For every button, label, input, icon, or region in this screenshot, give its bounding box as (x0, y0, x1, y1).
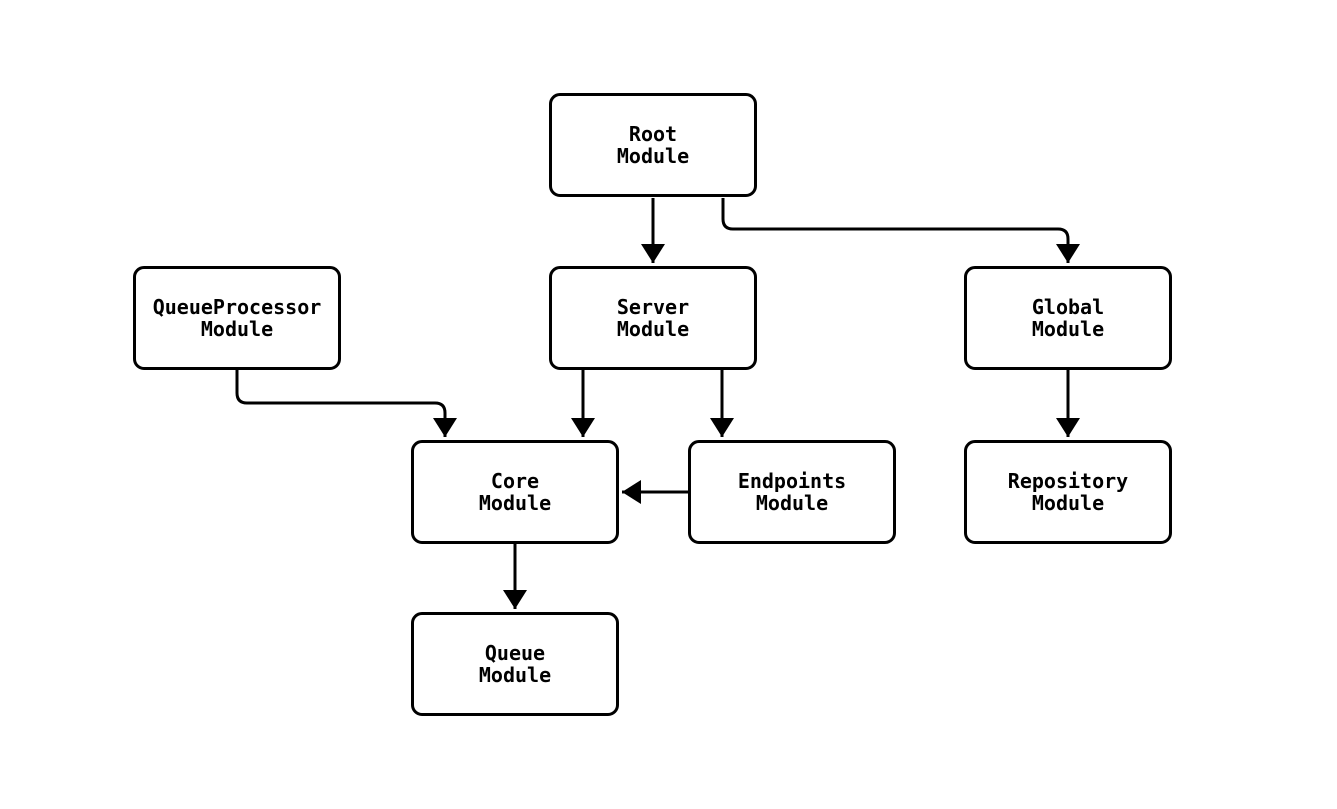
node-queue-module-label: Queue Module (478, 641, 552, 687)
node-queue-module: Queue Module (411, 612, 619, 716)
edge-root-to-global (721, 198, 1080, 263)
node-endpoints-module-label: Endpoints Module (737, 469, 847, 515)
node-repository-module: Repository Module (964, 440, 1172, 544)
node-queueprocessor-module-label: QueueProcessor Module (152, 295, 322, 341)
node-root-module-label: Root Module (616, 122, 690, 168)
node-server-module: Server Module (549, 266, 757, 370)
node-queueprocessor-module: QueueProcessor Module (133, 266, 341, 370)
node-endpoints-module: Endpoints Module (688, 440, 896, 544)
node-global-module-label: Global Module (1031, 295, 1105, 341)
node-core-module: Core Module (411, 440, 619, 544)
node-core-module-label: Core Module (478, 469, 552, 515)
node-server-module-label: Server Module (616, 295, 690, 341)
edge-queueprocessor-to-core (235, 370, 457, 437)
node-repository-module-label: Repository Module (1007, 469, 1129, 515)
node-root-module: Root Module (549, 93, 757, 197)
node-global-module: Global Module (964, 266, 1172, 370)
